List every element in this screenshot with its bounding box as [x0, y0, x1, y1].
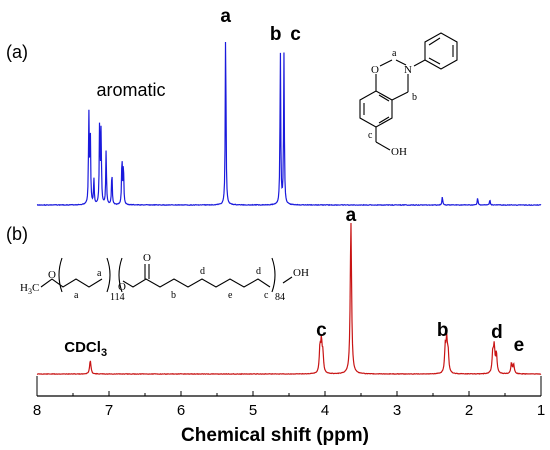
struct-a-label-c: c — [368, 130, 373, 141]
spectrum-a — [36, 42, 542, 207]
x-tick-label: 2 — [465, 402, 473, 419]
struct-a-oxygen: O — [371, 64, 379, 76]
struct-b-label-c: c — [264, 290, 269, 301]
peak-label-a-3: c — [290, 24, 301, 45]
spectrum-b — [36, 222, 542, 375]
x-tick-label: 1 — [537, 402, 545, 419]
structure-b-copolymer: H3C O a a 114 O O b d e d c 84 OH — [20, 252, 309, 303]
struct-a-label-b: b — [412, 92, 417, 103]
x-axis-title: Chemical shift (ppm) — [181, 425, 369, 446]
x-axis: 8 7 6 5 4 3 2 1 — [33, 376, 545, 419]
peak-label-b-0: CDCl3 — [64, 339, 107, 359]
struct-b-repeat-84: 84 — [275, 292, 285, 303]
spectrum-line-b — [36, 222, 542, 375]
spectrum-line-a — [36, 42, 542, 207]
panel-label-b: (b) — [6, 224, 28, 244]
x-tick-label: 6 — [177, 402, 185, 419]
struct-b-repeat-114: 114 — [110, 292, 125, 303]
struct-b-label-d2: d — [256, 266, 261, 277]
structure-a-benzoxazine: O N OH a b c — [359, 32, 458, 158]
struct-b-carbonyl-oxygen: O — [143, 252, 151, 264]
struct-b-ester-oxygen: O — [118, 281, 126, 293]
struct-b-hydroxyl: OH — [293, 267, 309, 279]
struct-b-label-e: e — [228, 290, 233, 301]
x-tick-label: 3 — [393, 402, 401, 419]
struct-b-peg-oxygen: O — [48, 269, 56, 281]
peak-label-b-2: a — [346, 205, 357, 226]
peak-label-a-2: b — [270, 24, 282, 45]
x-tick-label: 5 — [249, 402, 257, 419]
struct-b-label-b: b — [171, 290, 176, 301]
x-tick-label: 4 — [321, 402, 329, 419]
struct-b-label-a1: a — [74, 290, 79, 301]
struct-b-label-a2: a — [97, 268, 102, 279]
peak-label-b-1: c — [316, 320, 327, 341]
peak-label-b-5: e — [514, 335, 525, 356]
struct-a-label-a: a — [392, 48, 397, 59]
x-tick-label: 8 — [33, 402, 41, 419]
struct-b-label-d1: d — [200, 266, 205, 277]
struct-a-nitrogen: N — [404, 64, 412, 76]
peak-label-a-0: aromatic — [96, 80, 165, 100]
peak-label-a-1: a — [220, 6, 231, 27]
x-tick-label: 7 — [105, 402, 113, 419]
struct-b-methyl: H3C — [20, 282, 39, 296]
struct-a-hydroxyl: OH — [391, 146, 407, 158]
peak-label-b-3: b — [437, 320, 449, 341]
panel-label-a: (a) — [6, 42, 28, 62]
peak-label-b-4: d — [491, 322, 503, 343]
